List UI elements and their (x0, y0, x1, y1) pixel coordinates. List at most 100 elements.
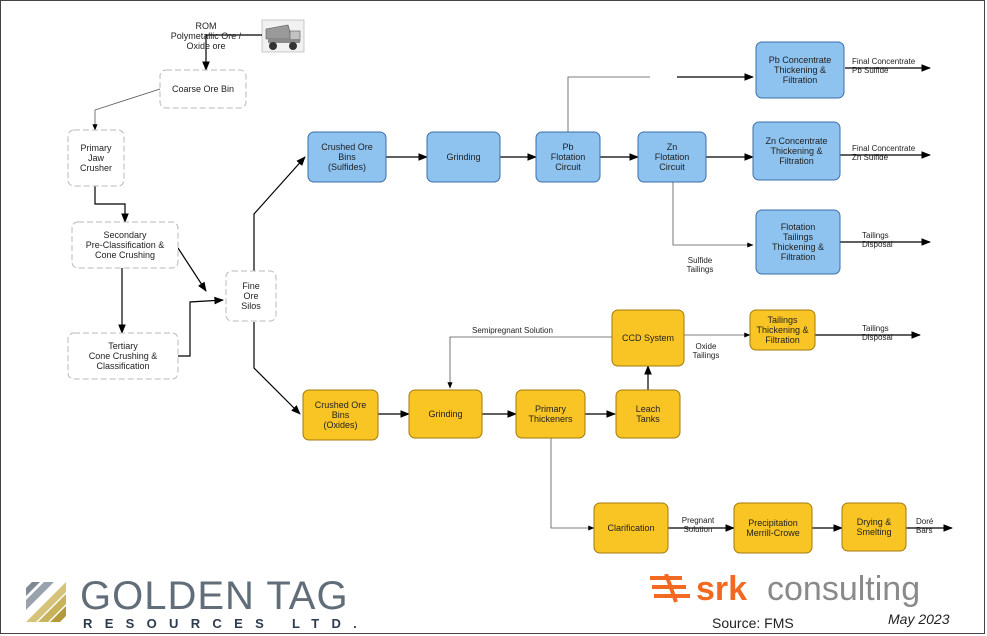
stream-label-line: Sulfide (688, 256, 713, 265)
node-label-line: Flotation (781, 222, 816, 232)
node-label-line: Smelting (856, 527, 891, 537)
node-box (302, 389, 379, 441)
node-label-line: Polymetallic Ore / (171, 31, 242, 41)
node-label-line: Pb (562, 142, 573, 152)
node-label-line: Pre-Classification & (86, 240, 165, 250)
node-coarse-ore-bin: Coarse Ore Bin (159, 69, 247, 109)
node-grinding-sulfides: Grinding (426, 131, 501, 183)
stream-label-line: Semipregnant Solution (472, 326, 553, 335)
node-box (841, 502, 907, 552)
golden-tag-logo-icon (26, 582, 66, 622)
node-label-line: Zn (667, 142, 678, 152)
node-grinding-oxides: Grinding (408, 389, 483, 439)
node-label-line: Classification (96, 361, 149, 371)
node-label-line: Oxide ore (186, 41, 225, 51)
node-label-line: Bins (332, 410, 350, 420)
node-label-line: Clarification (607, 523, 654, 533)
node-box (749, 309, 816, 351)
node-label-line: Circuit (659, 162, 685, 172)
stream-label-line: Oxide (696, 342, 717, 351)
haul-truck-icon (261, 19, 305, 53)
node-box (225, 270, 277, 322)
stream-label-line: Tailings (862, 324, 889, 333)
flow-connectors (92, 34, 953, 532)
node-label-line: Thickening & (774, 65, 826, 75)
stream-label-line: Zn Sulfide (852, 153, 889, 162)
node-label-line: Grinding (428, 409, 462, 419)
stream-label-line: Tailings (693, 351, 720, 360)
golden-tag-company-subtitle: RESOURCES LTD. (83, 616, 370, 631)
node-box (67, 129, 125, 187)
node-label-line: Zn Concentrate (765, 136, 827, 146)
node-box (755, 41, 845, 99)
node-box (752, 121, 841, 181)
node-label-line: Crushed Ore (315, 400, 367, 410)
node-label-line: Crushed Ore (321, 142, 373, 152)
stream-label-line: Final Concentrate (852, 57, 916, 66)
node-label-line: Tailings (767, 315, 798, 325)
node-clarification: Clarification (593, 502, 669, 554)
node-box (615, 389, 681, 439)
node-box (408, 389, 483, 439)
node-drying-smelting: Drying &Smelting (841, 502, 907, 552)
node-box (71, 221, 179, 269)
node-label-line: Drying & (857, 517, 892, 527)
node-box (733, 502, 813, 554)
node-label-line: Circuit (555, 162, 581, 172)
node-box (535, 131, 601, 183)
node-label-line: Tertiary (108, 341, 138, 351)
node-label-line: Bins (338, 152, 356, 162)
node-label-line: CCD System (622, 333, 674, 343)
stream-label-line: Bars (916, 526, 932, 535)
node-label-line: Crusher (80, 163, 112, 173)
srk-brand-text: srk (696, 570, 748, 608)
node-label-line: Precipitation (748, 518, 798, 528)
node-label-line: Secondary (103, 230, 147, 240)
golden-tag-company-name: GOLDEN TAG (80, 574, 349, 618)
stream-label-line: Solution (684, 525, 713, 534)
node-box (611, 309, 685, 367)
node-label-line: Jaw (88, 153, 105, 163)
node-label-line: Flotation (655, 152, 690, 162)
node-box (426, 131, 501, 183)
node-box (515, 389, 586, 439)
node-label-line: Filtration (765, 335, 800, 345)
node-label-line: Tanks (636, 414, 660, 424)
node-label-line: Cone Crushing & (89, 351, 158, 361)
stream-label-line: Pregnant (682, 516, 715, 525)
node-label-line: Thickening & (770, 146, 822, 156)
node-label-line: Filtration (779, 156, 814, 166)
node-box (637, 131, 707, 183)
node-label-line: Thickening & (756, 325, 808, 335)
node-label-line: Filtration (783, 75, 818, 85)
label-semipregnant: Semipregnant Solution (472, 326, 553, 335)
node-label-line: Silos (241, 301, 261, 311)
stream-label-line: Final Concentrate (852, 144, 916, 153)
stream-label-line: Disposal (862, 240, 893, 249)
node-label-line: Merrill-Crowe (746, 528, 800, 538)
node-label-line: Thickening & (772, 242, 824, 252)
node-label-line: Primary (81, 143, 112, 153)
